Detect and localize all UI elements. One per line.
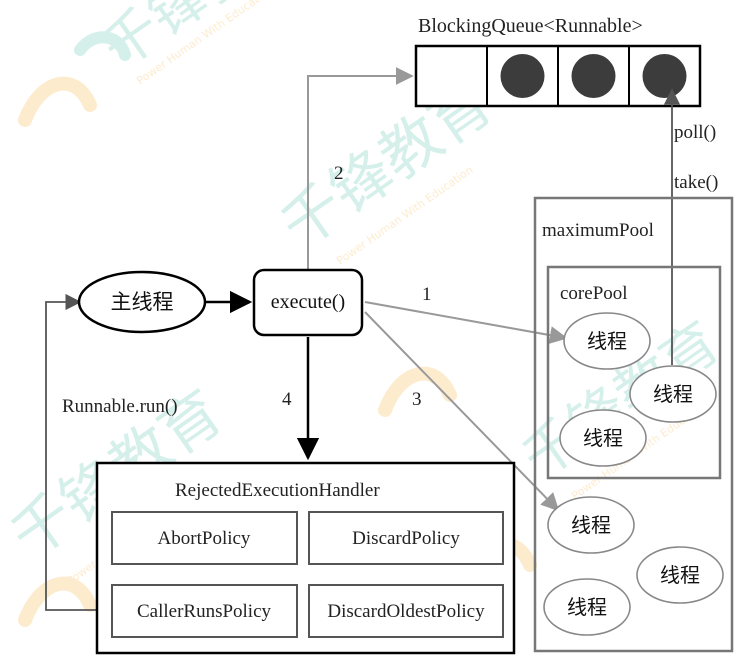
queued-task-token bbox=[642, 54, 687, 98]
policy-discard-label: DiscardPolicy bbox=[352, 528, 460, 549]
poll-label: poll() bbox=[674, 122, 716, 143]
arrow-to-queue bbox=[307, 67, 414, 270]
policy-abort-box bbox=[111, 511, 298, 565]
core-pool-box bbox=[546, 265, 722, 480]
policy-caller-runs-box bbox=[111, 584, 298, 638]
watermark-logo bbox=[378, 366, 457, 417]
core-thread-node bbox=[563, 312, 651, 370]
max-thread-label: 线程 bbox=[660, 563, 700, 587]
take-label: take() bbox=[674, 172, 718, 193]
core-thread-label: 线程 bbox=[653, 382, 693, 406]
max-thread-label: 线程 bbox=[567, 595, 607, 619]
blocking-queue bbox=[414, 44, 702, 108]
queue-title: BlockingQueue<Runnable> bbox=[418, 15, 643, 37]
core-thread-node bbox=[629, 365, 717, 423]
arrow-caller-runs-callback bbox=[45, 293, 112, 611]
core-thread-node bbox=[559, 409, 647, 467]
arrow-to-core-pool bbox=[364, 301, 568, 345]
main-thread-label: 主线程 bbox=[111, 290, 174, 314]
execute-node bbox=[252, 268, 364, 337]
core-pool-title: corePool bbox=[560, 283, 628, 304]
arrow-label-1: 1 bbox=[422, 284, 432, 305]
max-thread-node bbox=[543, 578, 631, 636]
core-thread-label: 线程 bbox=[583, 426, 623, 450]
policy-discard-oldest-box bbox=[308, 584, 504, 638]
maximum-pool-title: maximumPool bbox=[542, 220, 654, 241]
arrow-to-maximum-pool bbox=[364, 311, 560, 512]
max-thread-node bbox=[547, 496, 635, 554]
arrow-label-3: 3 bbox=[412, 389, 422, 410]
core-thread-label: 线程 bbox=[587, 329, 627, 353]
execute-label: execute() bbox=[271, 291, 345, 313]
watermark-logo bbox=[18, 31, 131, 127]
maximum-pool-box bbox=[533, 196, 734, 653]
max-thread-node bbox=[636, 546, 724, 604]
policy-abort-label: AbortPolicy bbox=[158, 528, 251, 549]
max-thread-label: 线程 bbox=[571, 513, 611, 537]
queued-task-token bbox=[571, 54, 616, 98]
queued-task-token bbox=[500, 54, 545, 98]
main-thread-node bbox=[77, 270, 207, 334]
callback-label: Runnable.run() bbox=[62, 396, 178, 417]
arrow-label-4: 4 bbox=[282, 389, 292, 410]
policy-discard-box bbox=[308, 511, 504, 565]
policy-caller-runs-label: CallerRunsPolicy bbox=[137, 601, 272, 622]
rejected-handler-title: RejectedExecutionHandler bbox=[175, 480, 380, 501]
watermark-logo bbox=[18, 576, 97, 627]
arrow-label-2: 2 bbox=[334, 163, 344, 184]
policy-discard-oldest-label: DiscardOldestPolicy bbox=[327, 601, 485, 622]
